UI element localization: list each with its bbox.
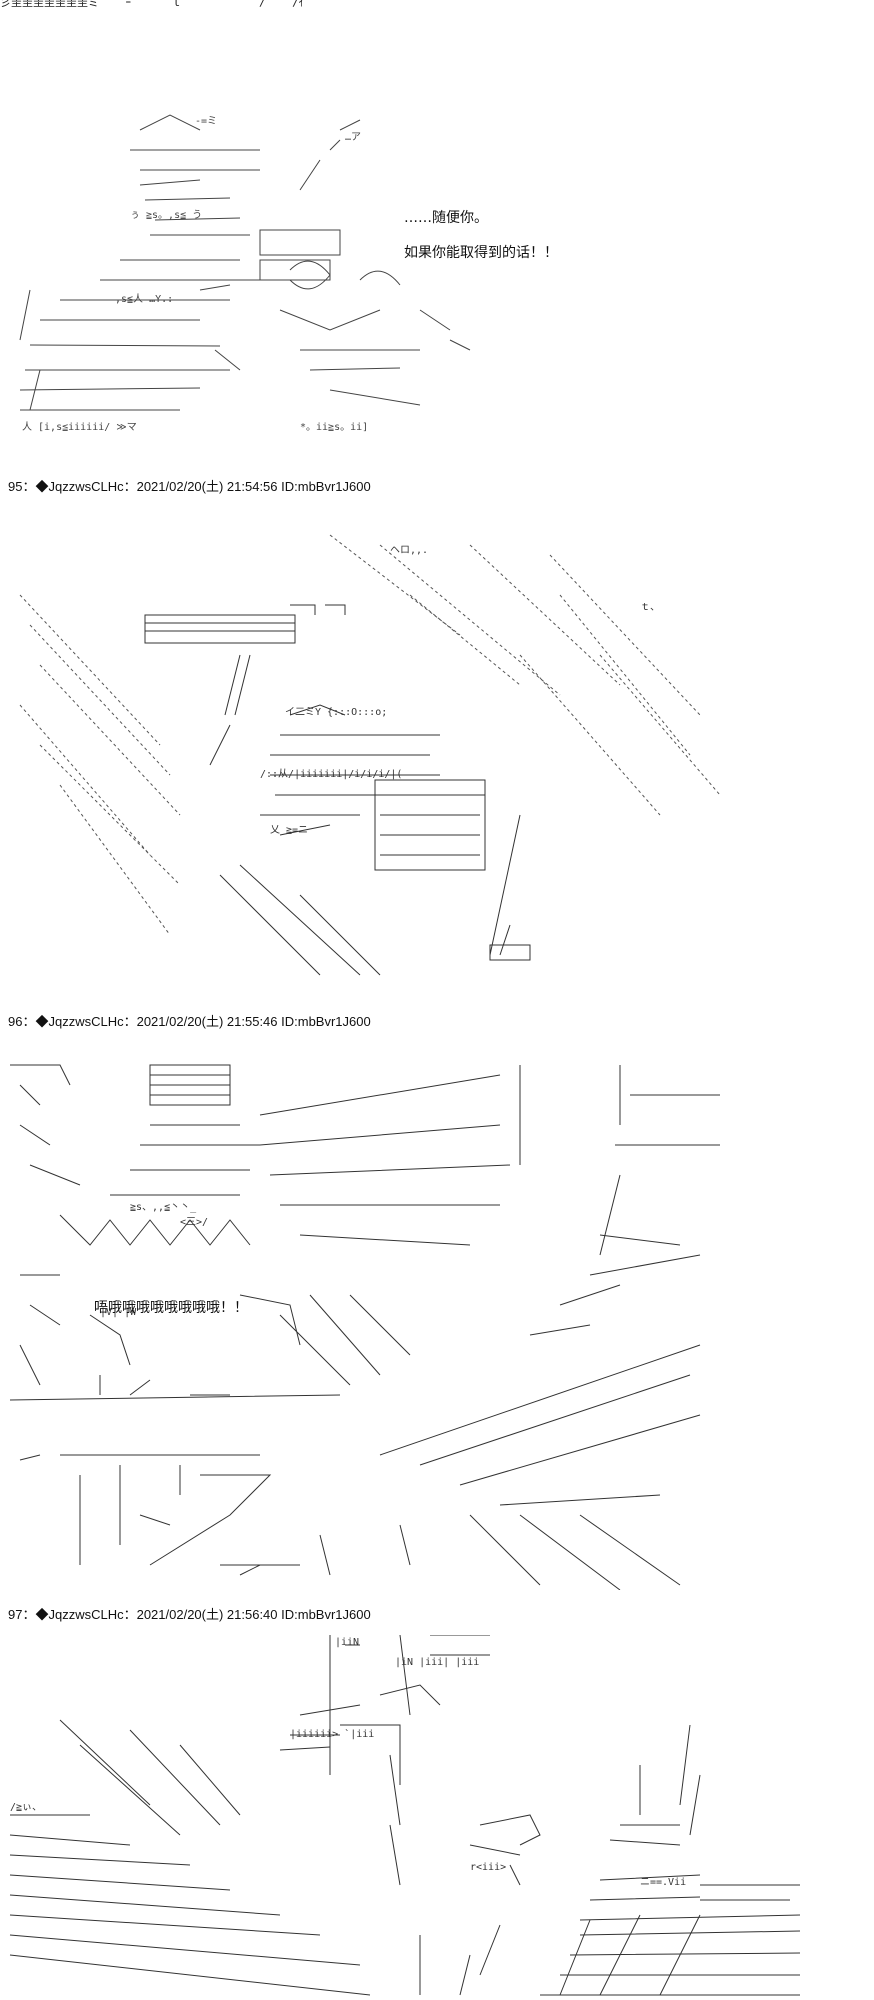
- speech-line-whatever: ……随便你。: [404, 210, 488, 226]
- svg-text:ニ==.Vii: ニ==.Vii: [640, 1877, 686, 1888]
- post-header-96: 96：◆JqzzwsCLHc：2021/02/20(土) 21:55:46 ID…: [8, 1014, 371, 1029]
- svg-text:イ二ミY {:::O:::o;: イ二ミY {:::O:::o;: [285, 707, 387, 718]
- svg-text:/::从/|iiiiiii|/i/i/i/|(: /::从/|iiiiiii|/i/i/i/|(: [260, 769, 402, 780]
- svg-text:…ア: …ア: [345, 132, 361, 143]
- post-header-97: 97：◆JqzzwsCLHc：2021/02/20(土) 21:56:40 ID…: [8, 1607, 371, 1622]
- speech-line-roar: 唔哦哦哦哦哦哦哦哦！！: [94, 1300, 248, 1316]
- svg-text:-=ミ: -=ミ: [195, 116, 217, 127]
- speech-line-if-you-can: 如果你能取得到的话！！: [404, 245, 558, 261]
- svg-text:ぅ ≧s。,s≦ う: ぅ ≧s。,s≦ う: [130, 209, 202, 221]
- svg-text:≧s、,,≦丶丶_: ≧s、,,≦丶丶_: [130, 1202, 197, 1213]
- svg-text:|iiN: |iiN: [335, 1637, 359, 1648]
- svg-text:|iN |iii| |iii: |iN |iii| |iii: [395, 1657, 479, 1668]
- ascii-art-block-2: イ二ミY {:::O:::o; /::从/|iiiiiii|/i/i/i/|( …: [19, 534, 721, 976]
- svg-text:|V| |W: |V| |W: [100, 1307, 137, 1318]
- ascii-art-block-1: -=ミ …ア ぅ ≧s。,s≦ う ,s≦人 …Y.: 人 [i,s≦iiiii…: [19, 114, 471, 433]
- svg-text:|iiiiii> `|iii: |iiiiii> `|iii: [290, 1728, 374, 1740]
- svg-text:r<iii>: r<iii>: [470, 1862, 506, 1873]
- ascii-art-block-4: |iiN |iN |iii| |iii /≧ぃ、 |iiiiii> `|iii …: [9, 1635, 801, 1996]
- svg-text:<三>/: <三>/: [180, 1217, 208, 1228]
- svg-text:*。ii≧s。ii]: *。ii≧s。ii]: [300, 422, 368, 433]
- top-art-fragment: 彡圭圭圭圭圭圭圭ミ ｰ ｌ ｀ / /ｲ: [0, 0, 305, 9]
- post-header-95: 95：◆JqzzwsCLHc：2021/02/20(土) 21:54:56 ID…: [8, 479, 371, 494]
- svg-text:人 [i,s≦iiiiii/ ≫マ: 人 [i,s≦iiiiii/ ≫マ: [22, 421, 137, 433]
- svg-text:/≧ぃ、: /≧ぃ、: [10, 1802, 42, 1813]
- ascii-art-block-3: ≧s、,,≦丶丶_ <三>/ |V| |W: [9, 1064, 720, 1590]
- svg-text:ヘロ,,.: ヘロ,,.: [390, 545, 428, 556]
- svg-text:,s≦人 …Y.:: ,s≦人 …Y.:: [115, 293, 173, 305]
- svg-text:ｔ、: ｔ、: [640, 602, 660, 613]
- svg-text:乂 ≧=ニ: 乂 ≧=ニ: [270, 825, 308, 836]
